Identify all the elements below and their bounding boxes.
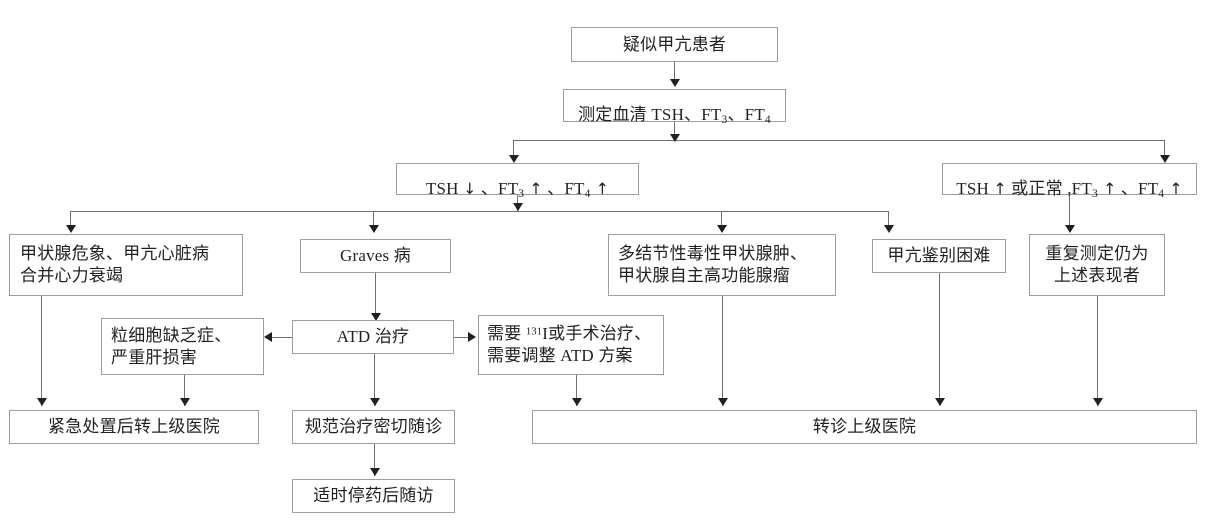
node-toxic-nodular-goiter-label: 多结节性毒性甲状腺肿、 甲状腺自主高功能腺瘤 xyxy=(618,244,808,285)
connector-atd-to-i131 xyxy=(454,337,474,338)
connector-split-left xyxy=(513,140,514,161)
arrowhead-to-toxic-nodular xyxy=(717,225,727,233)
need-i131-superscript: 131 xyxy=(525,326,543,338)
splitter-bar-diagnoses xyxy=(70,211,888,212)
connector-split-right xyxy=(1164,140,1165,161)
arrowhead-repeat-to-referral xyxy=(1093,398,1103,406)
measure-sub-4: 4 xyxy=(764,113,771,127)
connector-repeat-to-referral xyxy=(1097,296,1098,406)
cond-right-sub-3: 3 xyxy=(1091,187,1098,201)
node-graves-disease: Graves 病 xyxy=(300,239,451,273)
arrowhead-measure-down xyxy=(670,134,680,142)
node-agranulocytosis: 粒细胞缺乏症、 严重肝损害 xyxy=(101,318,264,375)
node-repeat-same-finding-label: 重复测定仍为 上述表现者 xyxy=(1045,244,1149,285)
node-atd-therapy: ATD 治疗 xyxy=(292,320,454,354)
arrowhead-to-graves xyxy=(369,225,379,233)
connector-to-graves xyxy=(373,211,374,231)
measure-prefix: 测定血清 TSH、FT xyxy=(578,105,722,125)
cond-left-p1: TSH xyxy=(425,178,464,198)
node-emergency-then-referral: 紧急处置后转上级医院 xyxy=(9,410,259,444)
node-toxic-nodular-goiter: 多结节性毒性甲状腺肿、 甲状腺自主高功能腺瘤 xyxy=(608,234,836,296)
node-standard-treatment-followup: 规范治疗密切随诊 xyxy=(292,410,455,444)
cond-right-arrow-2: ↑ xyxy=(1097,178,1117,198)
node-need-i131-or-surgery-label: 需要 131I或手术治疗、需要调整 ATD 方案 xyxy=(487,323,651,367)
arrowhead-to-crisis xyxy=(66,225,76,233)
need-i131-p2: I或手术治疗、 xyxy=(542,324,652,344)
connector-suspected-to-measure xyxy=(674,62,675,82)
node-condition-high-or-normal-tsh-label: TSH ↑ 或正常 ,FT3 ↑ 、FT4 ↑ xyxy=(956,156,1182,202)
arrowhead-graves-to-atd xyxy=(371,313,381,321)
connector-toxic-to-referral xyxy=(722,296,723,406)
connector-atd-to-agranulocytosis xyxy=(272,337,294,338)
connector-followup-to-stopdrug xyxy=(374,444,375,476)
connector-i131-to-referral xyxy=(576,375,577,406)
arrowhead-toxic-to-referral xyxy=(718,398,728,406)
cond-left-sub-3: 3 xyxy=(518,187,525,201)
arrowhead-i131-to-referral xyxy=(572,398,582,406)
node-need-i131-or-surgery: 需要 131I或手术治疗、需要调整 ATD 方案 xyxy=(478,315,664,375)
cond-left-arrow-3: ↑ xyxy=(590,178,610,198)
node-atd-therapy-label: ATD 治疗 xyxy=(336,327,410,347)
connector-to-crisis xyxy=(70,211,71,231)
cond-right-sub-4: 4 xyxy=(1158,187,1165,201)
arrowhead-crisis-to-emergency xyxy=(37,398,47,406)
node-stop-drug-followup: 适时停药后随访 xyxy=(292,479,455,513)
cond-right-arrow-1: ↑ xyxy=(993,178,1007,198)
cond-left-p2: 、FT xyxy=(476,178,519,198)
node-measure-serum-label: 测定血清 TSH、FT3、FT4 xyxy=(578,83,771,129)
node-suspected-hyperthyroidism: 疑似甲亢患者 xyxy=(571,27,778,62)
cond-left-sub-4: 4 xyxy=(584,187,591,201)
arrowhead-suspected-to-measure xyxy=(670,79,680,87)
node-referral-to-higher-hospital-label: 转诊上级医院 xyxy=(812,417,917,437)
arrowhead-right-condition-down xyxy=(1065,225,1075,233)
connector-crisis-to-emergency xyxy=(41,296,42,406)
connector-to-hard-diff xyxy=(888,211,889,231)
arrowhead-left-condition-down xyxy=(513,203,523,211)
cond-left-arrow-1: ↓ xyxy=(463,178,477,198)
connector-atd-to-followup xyxy=(374,354,375,406)
connector-measure-down xyxy=(674,122,675,140)
cond-left-p3: 、FT xyxy=(542,178,585,198)
arrowhead-atd-to-agranulocytosis xyxy=(264,332,272,342)
cond-right-p3: 、FT xyxy=(1116,178,1159,198)
node-stop-drug-followup-label: 适时停药后随访 xyxy=(313,486,434,506)
arrowhead-condition-left xyxy=(509,155,519,163)
node-graves-disease-label: Graves 病 xyxy=(340,246,411,266)
node-repeat-same-finding: 重复测定仍为 上述表现者 xyxy=(1029,234,1165,296)
arrowhead-followup-to-stopdrug xyxy=(370,468,380,476)
node-condition-high-or-normal-tsh: TSH ↑ 或正常 ,FT3 ↑ 、FT4 ↑ xyxy=(942,163,1197,200)
node-referral-to-higher-hospital: 转诊上级医院 xyxy=(532,410,1197,444)
cond-right-p1: TSH xyxy=(956,178,994,198)
arrowhead-atd-to-i131 xyxy=(468,332,476,342)
measure-mid: 、FT xyxy=(727,105,765,125)
node-thyroid-crisis: 甲状腺危象、甲亢心脏病 合并心力衰竭 xyxy=(9,234,243,296)
node-emergency-then-referral-label: 紧急处置后转上级医院 xyxy=(48,417,220,437)
arrowhead-to-hard-diff xyxy=(884,225,894,233)
node-suspected-hyperthyroidism-label: 疑似甲亢患者 xyxy=(622,34,727,54)
node-agranulocytosis-label: 粒细胞缺乏症、 严重肝损害 xyxy=(111,325,232,367)
connector-graves-to-atd xyxy=(375,273,376,319)
connector-agranulocytosis-to-emergency xyxy=(184,375,185,406)
need-i131-line2: 需要调整 ATD 方案 xyxy=(487,346,633,365)
arrowhead-atd-to-followup xyxy=(370,398,380,406)
node-thyroid-crisis-label: 甲状腺危象、甲亢心脏病 合并心力衰竭 xyxy=(20,244,210,285)
arrowhead-harddiff-to-referral xyxy=(935,398,945,406)
connector-harddiff-to-referral xyxy=(939,273,940,406)
cond-right-p2: 或正常 ,FT xyxy=(1006,178,1092,198)
cond-left-arrow-2: ↑ xyxy=(524,178,543,198)
node-measure-serum: 测定血清 TSH、FT3、FT4 xyxy=(563,89,786,127)
cond-right-arrow-3: ↑ xyxy=(1164,178,1183,198)
connector-to-toxic-nodular xyxy=(721,211,722,231)
node-difficult-differential-label: 甲亢鉴别困难 xyxy=(887,246,991,266)
splitter-bar-conditions xyxy=(513,140,1164,141)
arrowhead-agranulocytosis-to-emergency xyxy=(180,398,190,406)
node-condition-low-tsh-label: TSH ↓ 、FT3 ↑ 、FT4 ↑ xyxy=(426,156,609,202)
connector-right-condition-down xyxy=(1069,195,1070,231)
measure-sub-3: 3 xyxy=(721,113,728,127)
node-difficult-differential: 甲亢鉴别困难 xyxy=(872,239,1006,273)
node-condition-low-tsh: TSH ↓ 、FT3 ↑ 、FT4 ↑ xyxy=(396,163,639,200)
node-standard-treatment-followup-label: 规范治疗密切随诊 xyxy=(304,417,443,437)
arrowhead-condition-right xyxy=(1160,155,1170,163)
need-i131-p1: 需要 xyxy=(487,324,526,344)
